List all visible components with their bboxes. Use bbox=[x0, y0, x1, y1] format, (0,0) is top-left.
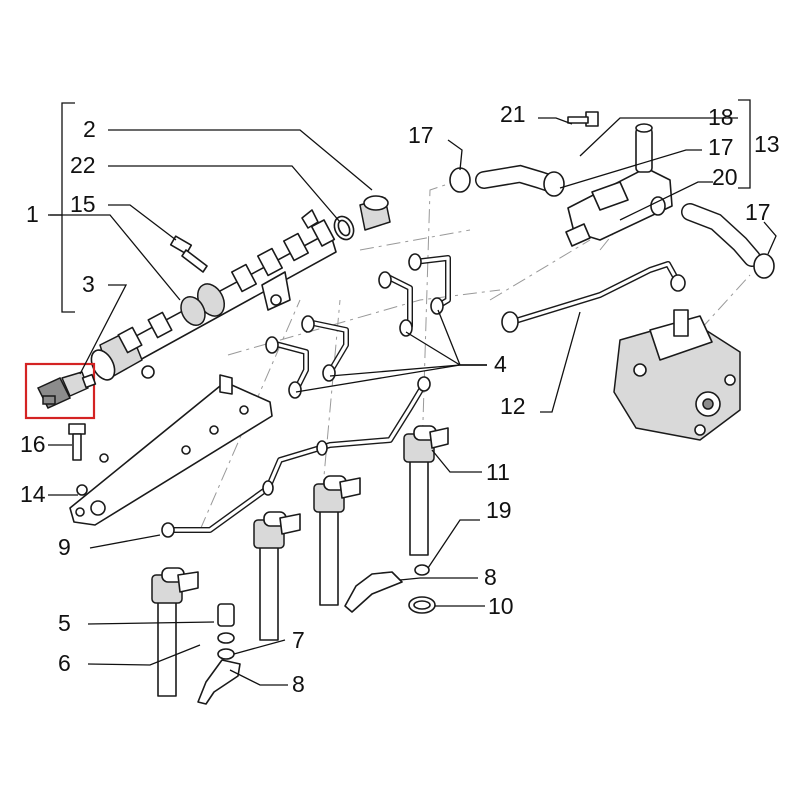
centre-lines bbox=[199, 179, 751, 531]
injector[interactable] bbox=[403, 425, 449, 556]
label-17-mid: 17 bbox=[708, 134, 734, 160]
label-16: 16 bbox=[20, 431, 46, 457]
rail-small-seal bbox=[337, 219, 351, 237]
outlet-bolt[interactable] bbox=[567, 111, 599, 127]
injector-seal[interactable] bbox=[217, 648, 235, 660]
fuel-pressure-sensor[interactable] bbox=[36, 371, 97, 409]
label-20: 20 bbox=[712, 164, 738, 190]
hose-clamp[interactable] bbox=[753, 253, 775, 279]
label-17-left: 17 bbox=[408, 122, 434, 148]
label-8-upper: 8 bbox=[484, 564, 497, 590]
hose-clamp[interactable] bbox=[449, 167, 471, 193]
label-7: 7 bbox=[292, 627, 305, 653]
label-10: 10 bbox=[488, 593, 514, 619]
plate-washer bbox=[76, 484, 88, 496]
label-4: 4 bbox=[494, 351, 507, 377]
injector-pipes[interactable] bbox=[265, 253, 451, 399]
rail-bracket-plate[interactable] bbox=[69, 374, 273, 526]
label-8-lower: 8 bbox=[292, 671, 305, 697]
rail-fitting[interactable] bbox=[301, 209, 319, 229]
label-9: 9 bbox=[58, 534, 71, 560]
label-13: 13 bbox=[754, 131, 780, 157]
label-12: 12 bbox=[500, 393, 526, 419]
injector-clamp[interactable] bbox=[344, 571, 403, 613]
injector-sleeve[interactable] bbox=[217, 603, 235, 627]
label-18: 18 bbox=[708, 104, 734, 130]
label-21: 21 bbox=[500, 101, 526, 127]
label-5: 5 bbox=[58, 610, 71, 636]
coolant-outlet-housing[interactable] bbox=[565, 123, 673, 247]
leak-off-pipe[interactable] bbox=[161, 376, 431, 538]
highlight-box bbox=[24, 362, 96, 420]
label-19: 19 bbox=[486, 497, 512, 523]
label-14: 14 bbox=[20, 481, 46, 507]
group-13-bracket bbox=[738, 99, 751, 189]
injector-clamp[interactable] bbox=[197, 659, 241, 705]
injector-washer[interactable] bbox=[217, 632, 235, 644]
coolant-hose-lower[interactable] bbox=[681, 203, 761, 267]
leader-lines bbox=[48, 117, 777, 686]
coolant-hose-upper[interactable] bbox=[475, 164, 561, 193]
injector-seal[interactable] bbox=[414, 564, 430, 576]
high-pressure-pump[interactable] bbox=[613, 309, 741, 441]
injector[interactable] bbox=[151, 567, 199, 697]
reference-labels: 2 22 15 1 3 16 14 9 5 6 7 8 8 10 19 11 4… bbox=[20, 101, 780, 697]
label-1: 1 bbox=[26, 201, 39, 227]
group-1-bracket bbox=[61, 102, 75, 313]
label-3: 3 bbox=[82, 271, 95, 297]
label-6: 6 bbox=[58, 650, 71, 676]
rail-bolt[interactable] bbox=[169, 235, 208, 273]
label-17-right: 17 bbox=[745, 199, 771, 225]
fuel-rail[interactable] bbox=[87, 219, 337, 384]
fuel-supply-pipe[interactable] bbox=[501, 261, 686, 333]
hose-clamp[interactable] bbox=[543, 171, 565, 197]
label-22: 22 bbox=[70, 152, 96, 178]
rail-plug[interactable] bbox=[359, 195, 391, 231]
label-11: 11 bbox=[486, 459, 510, 485]
injector[interactable] bbox=[313, 475, 361, 606]
injector-ring-inner bbox=[413, 600, 431, 610]
injector[interactable] bbox=[253, 511, 301, 641]
plate-bolt[interactable] bbox=[68, 423, 86, 461]
label-2: 2 bbox=[83, 116, 96, 142]
label-15: 15 bbox=[70, 191, 96, 217]
